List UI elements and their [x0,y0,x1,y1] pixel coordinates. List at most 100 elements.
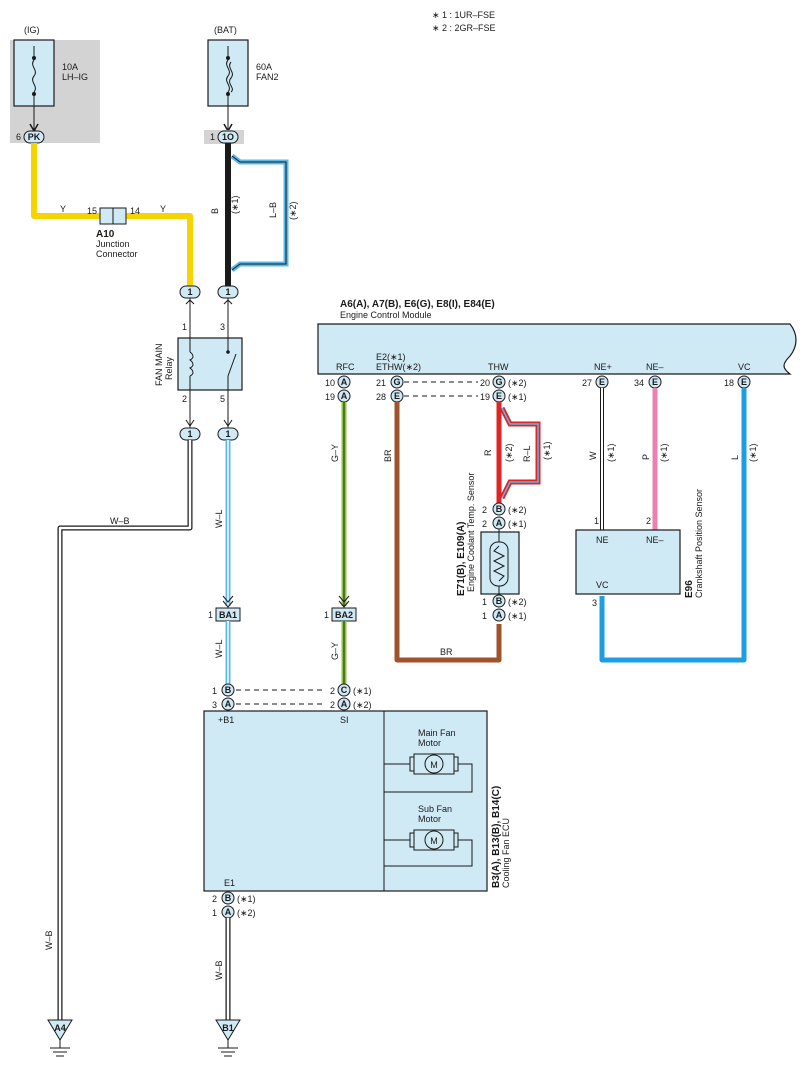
bat-source-label: (BAT) [214,25,237,35]
ba2-double-arrow-icon [338,595,350,608]
ecm-pin-rfc: 10 A 19 A [325,375,351,403]
sub-motor-leads [384,839,473,867]
fan-ecu-term-b1: +B1 [218,715,234,725]
wire-label-y-left: Y [60,204,66,214]
ects-pin-1b [492,594,506,608]
ects-pin-1b-num: 1 [482,597,487,607]
relay-coil-icon [189,351,194,377]
ecm-pin-nem: 34 E [634,375,662,389]
relay-out-arrow-icons [185,419,233,427]
relay-in-leads [189,298,229,338]
junction-pin-in: 15 [87,206,97,216]
fan-ecu-pin-b1-a-letter: B [225,685,232,695]
bat-pin: 1 [210,132,215,142]
bat-fuse-terminal-top [226,56,230,60]
ecm-pin-e2-b-num: 28 [376,392,386,402]
ecm-pin-nep: 27 E [582,375,609,389]
relay-in-connector-1-code: 1 [187,287,192,297]
ba2-connector-code: BA2 [335,610,353,620]
wire-label-y-right: Y [160,204,166,214]
wire-label-wb-top: W–B [110,516,130,526]
ecm-pin-thw-b-num: 19 [480,392,490,402]
motor-icon [424,830,444,850]
coolant-temp-sensor-pins-bottom: 1 B (∗2) 1 A (∗1) [482,594,527,622]
fan-ecu-pins-e1: 2 B (∗1) 1 A (∗2) [212,891,256,919]
fan-ecu-pin-si-a-num: 2 [330,686,335,696]
ground-b1: B1 [215,1019,241,1057]
sub-fan-motor-label-1: Sub Fan [418,804,452,814]
fan-ecu-pins-si: 2 C (∗1) 2 A (∗2) [330,683,372,711]
note-2: ∗ 2 : 2GR–FSE [432,23,496,33]
sub-motor-symbol: M [430,836,438,846]
fan-main-relay [177,337,243,391]
cps-term-nem: NE– [646,535,664,545]
wire-mark-p: (∗1) [659,443,669,462]
fan-ecu-pin-si-b-mark: (∗2) [353,700,372,710]
ects-pin-1a [492,608,506,622]
fan-ecu-pin-b1-b [221,697,235,711]
ground-b1-marker [215,1019,241,1041]
wire-mark-l: (∗1) [748,443,758,462]
ecm-pin-nep-num: 27 [582,378,592,388]
fan-ecu-dashes [236,689,326,705]
fan-ecu-pin-e1-b-mark: (∗2) [237,908,256,918]
ecm-term-rfc: RFC [336,362,355,372]
relay-pin-2: 2 [182,394,187,404]
ecm-term-nep: NE+ [594,362,612,372]
ects-thermistor-body [489,541,509,587]
ground-a4: A4 [47,1019,73,1057]
ecm-pin-thw: 20 G (∗2) 19 E (∗1) [480,375,527,403]
fan-ecu-pin-si-b-letter: A [341,699,348,709]
ecm-pin-rfc-b-letter: A [341,391,348,401]
ground-icon [218,1040,238,1057]
relay-name-1: FAN MAIN [154,343,164,386]
fan-ecu-pin-si-a [337,683,351,697]
ecm-pin-rfc-a-letter: A [341,377,348,387]
ects-pin-1b-mark: (∗2) [508,597,527,607]
ects-pin-1a-num: 1 [482,611,487,621]
ects-pin-2b-letter: B [496,504,503,514]
wire-label-wb-left: W–B [44,930,54,950]
fan-ecu-pin-si-a-mark: (∗1) [353,686,372,696]
ground-icon [50,1040,70,1057]
fan-ecu-pin-e1-a-mark: (∗1) [237,894,256,904]
wire-blue [599,388,747,663]
wire-mark-rl: (∗1) [542,441,552,460]
wire-label-gy-top: G–Y [330,444,340,462]
wire-label-rl: R–L [522,445,532,462]
junction-name-1: Junction [96,239,130,249]
coolant-temp-sensor [480,531,520,595]
fan-ecu-pin-b1-b-num: 3 [212,700,217,710]
wire-red-blue-stripe [501,407,539,499]
ecm-pin-thw-b-letter: E [496,391,502,401]
ecm-pin-vc-num: 18 [724,378,734,388]
cps-code: E96 [684,580,695,598]
ects-name: Engine Coolant Temp. Sensor [466,473,476,592]
note-1: ∗ 1 : 1UR–FSE [432,10,495,20]
wire-blue-black-stripe [231,155,287,271]
fan-ecu-pin-e1-a-num: 2 [212,894,217,904]
ects-pin-2a-num: 2 [482,519,487,529]
relay-internal-leads [189,338,229,390]
cps-pin-1: 1 [594,516,599,526]
fan-ecu-term-e1: E1 [224,878,235,888]
relay-out-connector-2-code: 1 [225,429,230,439]
ecm-pin-rfc-a-num: 10 [325,378,335,388]
fan-ecu-pin-b1-a-num: 1 [212,686,217,696]
cooling-fan-ecu [203,710,488,892]
ecm-term-vc: VC [738,362,751,372]
wire-mark-lb: (∗2) [288,201,298,220]
relay-out-leads [189,390,229,428]
wire-label-br-vertical: BR [383,449,393,462]
ecm-pin-vc-letter: E [741,377,747,387]
ecm-pin-thw-a [492,375,506,389]
relay-in-connector-2-code: 1 [225,287,230,297]
main-fan-motor-label-2: Motor [418,738,441,748]
ecm-pin-rfc-b-num: 19 [325,392,335,402]
ects-pin-1a-mark: (∗1) [508,611,527,621]
wire-label-p: P [641,454,651,460]
sub-fan-motor-label-2: Motor [418,814,441,824]
fan-ecu-pin-b1-a [221,683,235,697]
ba1-pin: 1 [208,610,213,620]
ects-pin-2b-num: 2 [482,505,487,515]
